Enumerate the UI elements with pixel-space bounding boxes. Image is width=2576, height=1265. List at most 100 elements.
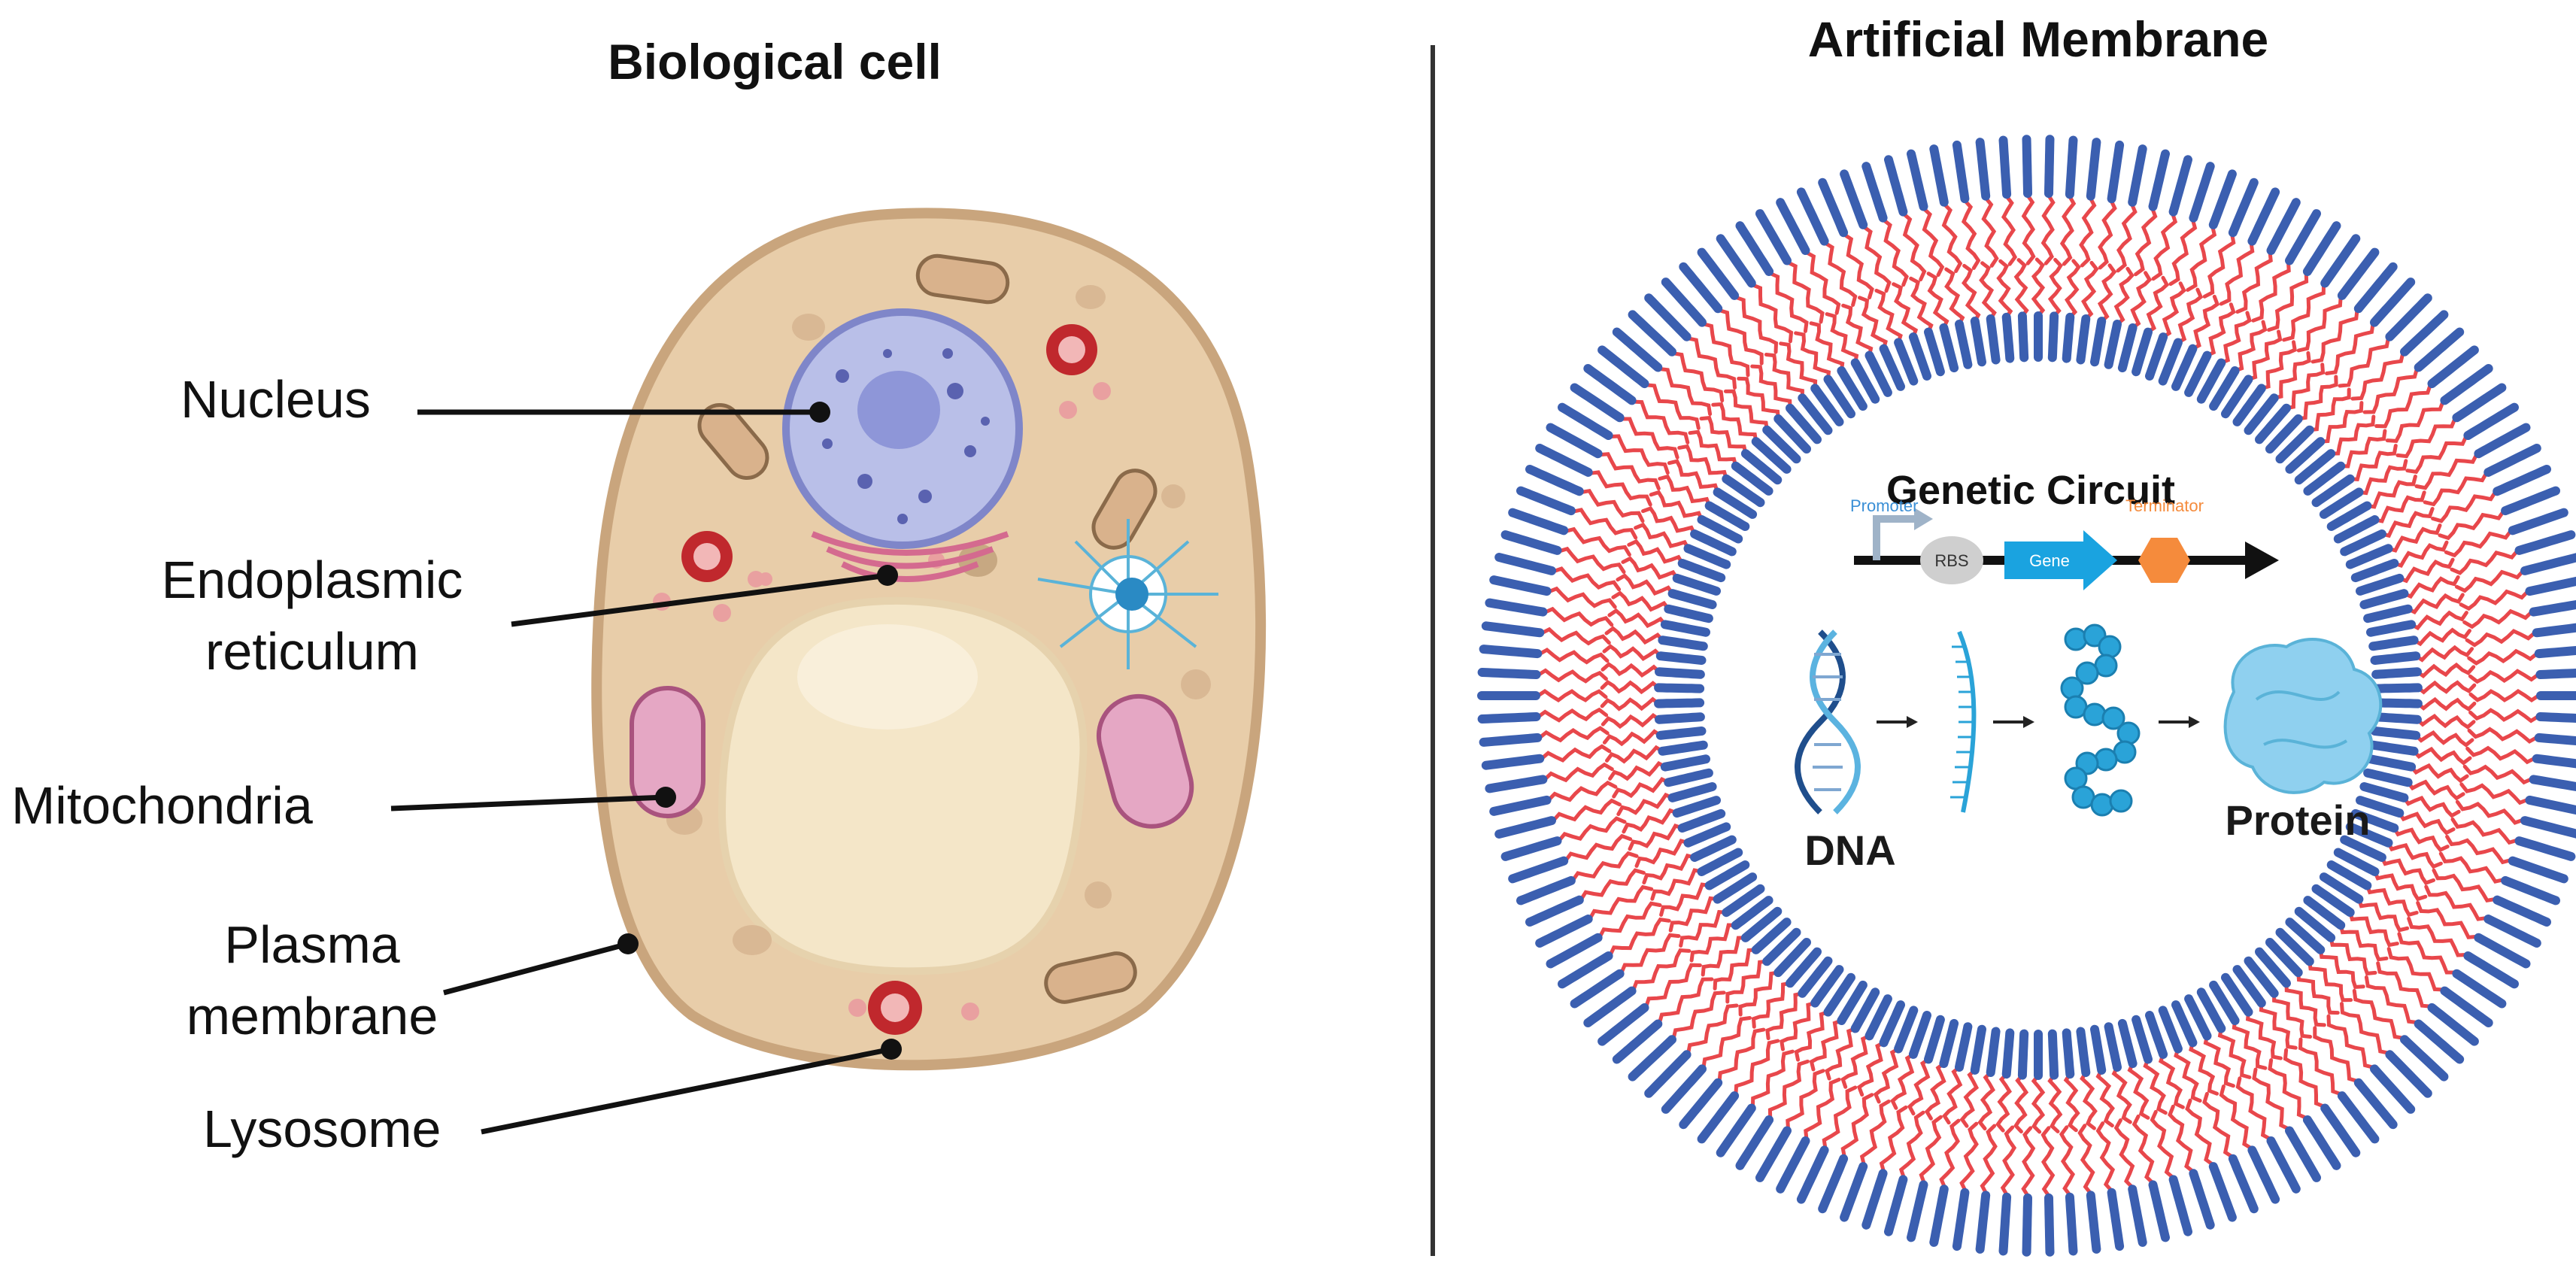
lipid-head	[1998, 135, 2012, 199]
lipid-head	[1884, 155, 1908, 217]
lipid-head	[1929, 144, 1949, 207]
lipid-head	[2148, 1180, 2170, 1242]
lipid-head	[2356, 796, 2405, 818]
lipid-head	[1489, 575, 1552, 596]
lipid-tail	[1856, 1040, 1886, 1097]
lipid-head	[2320, 234, 2361, 288]
label-plasma-line1: Plasma	[224, 915, 399, 974]
lipid-tail	[1944, 267, 1965, 326]
lipid-head	[2247, 187, 2280, 246]
lipid-head	[1713, 487, 1758, 519]
dna-label: DNA	[1804, 827, 1895, 874]
lipid-tail	[2392, 826, 2450, 853]
lipid-head	[1690, 529, 1737, 557]
lipid-tail	[2385, 399, 2445, 444]
lipid-tail	[2406, 593, 2465, 614]
lipid-head	[2371, 667, 2422, 679]
lipid-tail	[1600, 696, 1661, 711]
lipid-tail	[2296, 295, 2343, 353]
lipid-tail	[2235, 1076, 2272, 1141]
lipid-head	[2158, 338, 2183, 386]
lipid-tail	[1717, 1027, 1766, 1083]
lipid-head	[1654, 698, 1705, 708]
lipid-head	[1500, 530, 1562, 555]
lipid-head	[1735, 221, 1774, 276]
lipid-tail	[2168, 218, 2198, 287]
lipid-head	[2350, 808, 2399, 833]
lipid-head	[1796, 187, 1829, 246]
lipid-tail	[1612, 777, 1670, 799]
lipid-tail	[2131, 1114, 2155, 1185]
lipid-tail	[1658, 474, 1712, 508]
lipid-head	[1612, 327, 1663, 372]
lipid-tail	[2063, 1072, 2080, 1133]
lipid-tail	[1804, 250, 1841, 315]
lipid-head	[2345, 544, 2393, 569]
lipid-head	[1660, 620, 1710, 637]
lipid-tail	[1941, 202, 1963, 273]
lipid-tail	[2338, 336, 2390, 388]
lipid-head	[1908, 1011, 1931, 1059]
lipid-head	[2359, 782, 2409, 802]
lipid-tail	[1552, 566, 1622, 592]
lipid-tail	[2424, 884, 2489, 921]
amino-acid-bead	[2109, 789, 2133, 813]
lipid-tail	[1841, 303, 1874, 358]
lipid-head	[2440, 364, 2493, 405]
label-er-line1: Endoplasmic	[162, 551, 463, 609]
lipid-tail	[2459, 782, 2529, 805]
lipid-head	[1861, 162, 1888, 223]
lipid-tail	[2432, 868, 2497, 903]
lipid-tail	[1644, 963, 1702, 1009]
lipid-tail	[2284, 981, 2326, 1027]
lipid-head	[2501, 875, 2560, 906]
lipid-head	[1810, 384, 1844, 426]
lipid-head	[1939, 323, 1959, 373]
lipid-head	[2452, 383, 2507, 423]
lipid-tail	[1882, 218, 1909, 287]
lipid-head	[1655, 727, 1707, 740]
dna-helix-icon	[1795, 629, 1861, 815]
backbone-arrowhead	[2245, 541, 2279, 579]
lipid-tail	[2467, 648, 2539, 666]
lipid-tail	[1659, 882, 1712, 917]
lipid-tail	[2455, 569, 2525, 593]
lipid-head	[1762, 927, 1801, 966]
lipid-head	[1558, 402, 1613, 440]
lipid-tail	[1809, 1018, 1843, 1072]
lipid-head	[1924, 1015, 1945, 1064]
lipid-head	[2076, 314, 2091, 365]
label-lysosome: Lysosome	[203, 1100, 441, 1158]
lipid-head	[2311, 884, 2355, 918]
lipid-tail	[2161, 281, 2186, 339]
lipid-head	[1952, 140, 1970, 204]
lipid-tail	[2407, 916, 2468, 957]
lipid-head	[2452, 969, 2507, 1009]
lipid-head	[1508, 856, 1569, 884]
lipid-tail	[2040, 1126, 2056, 1198]
lipid-tail	[1898, 1110, 1925, 1179]
lipid-head	[2529, 775, 2576, 792]
lipid-head	[1755, 1126, 1792, 1182]
lipid-head	[2529, 599, 2576, 617]
lipid-tail	[1996, 259, 2013, 320]
lipid-tail	[1649, 490, 1704, 522]
lipid-head	[2208, 1162, 2237, 1222]
lipid-head	[1975, 138, 1991, 201]
lipid-tail	[1543, 762, 1614, 783]
lipid-tail	[1901, 212, 1927, 282]
lipid-tail	[1602, 729, 1663, 747]
lipid-tail	[1619, 417, 1679, 460]
lipid-head	[2001, 1028, 2015, 1079]
lipid-tail	[1686, 336, 1737, 390]
lipid-tail	[2252, 1067, 2290, 1131]
lipid-tail	[2356, 897, 2410, 933]
lipid-tail	[1600, 680, 1661, 695]
amino-acid-bead	[2094, 748, 2118, 772]
lipid-head	[2044, 135, 2055, 199]
lipid-tail	[2374, 383, 2432, 429]
lipid-head	[2359, 589, 2409, 609]
lipid-head	[1796, 1145, 1829, 1204]
lipid-head	[2158, 1006, 2183, 1054]
leader-dots	[617, 402, 902, 1060]
